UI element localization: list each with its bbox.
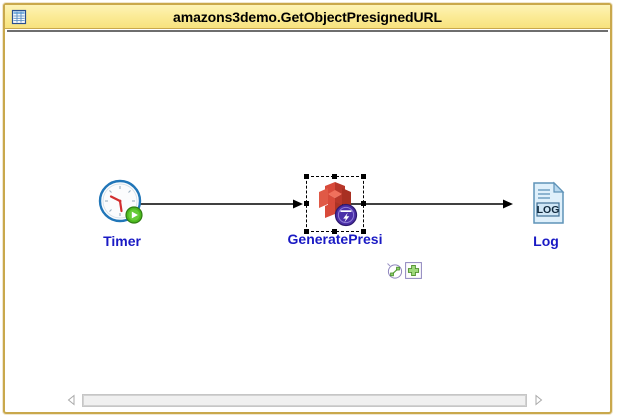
node-timer[interactable]: Timer bbox=[74, 178, 170, 249]
link-connector-icon[interactable] bbox=[386, 262, 403, 279]
diagram-editor-window: amazons3demo.GetObjectPresignedURL bbox=[3, 3, 612, 414]
diagram-canvas[interactable]: Timer bbox=[7, 32, 608, 388]
table-grid-icon bbox=[11, 9, 27, 24]
green-plus-icon[interactable] bbox=[405, 262, 422, 279]
connector-timer-to-generate[interactable] bbox=[127, 197, 303, 211]
node-timer-icon-box[interactable] bbox=[96, 178, 148, 230]
node-generate-presigned-icon-box[interactable] bbox=[304, 174, 366, 234]
resize-handle-e[interactable] bbox=[361, 201, 366, 206]
svg-text:LOG: LOG bbox=[537, 204, 560, 216]
node-log-label: Log bbox=[533, 233, 559, 249]
diagram-canvas-scroll-area[interactable]: Timer bbox=[7, 30, 608, 388]
aws-cube-icon bbox=[319, 182, 358, 227]
green-play-badge bbox=[125, 206, 143, 224]
node-generate-presigned[interactable]: GeneratePresi bbox=[287, 174, 383, 247]
log-document-icon: LOG bbox=[533, 181, 565, 224]
purple-lightning-badge bbox=[334, 203, 358, 227]
window-title: amazons3demo.GetObjectPresignedURL bbox=[173, 8, 442, 25]
scrollbar-thumb[interactable] bbox=[83, 394, 526, 406]
window-titlebar[interactable]: amazons3demo.GetObjectPresignedURL bbox=[5, 5, 610, 29]
node-action-buttons[interactable] bbox=[386, 262, 422, 279]
node-log[interactable]: LOG Log bbox=[498, 178, 594, 249]
horizontal-scrollbar[interactable] bbox=[7, 390, 608, 410]
node-generate-presigned-label: GeneratePresi bbox=[287, 231, 383, 247]
resize-handle-ne[interactable] bbox=[361, 174, 366, 179]
clock-icon bbox=[98, 179, 143, 224]
scrollbar-track[interactable] bbox=[82, 393, 527, 407]
node-timer-label: Timer bbox=[103, 233, 141, 249]
triangle-left-icon[interactable] bbox=[64, 392, 80, 408]
triangle-right-icon[interactable] bbox=[530, 392, 546, 408]
node-log-icon-box[interactable]: LOG bbox=[520, 178, 572, 230]
